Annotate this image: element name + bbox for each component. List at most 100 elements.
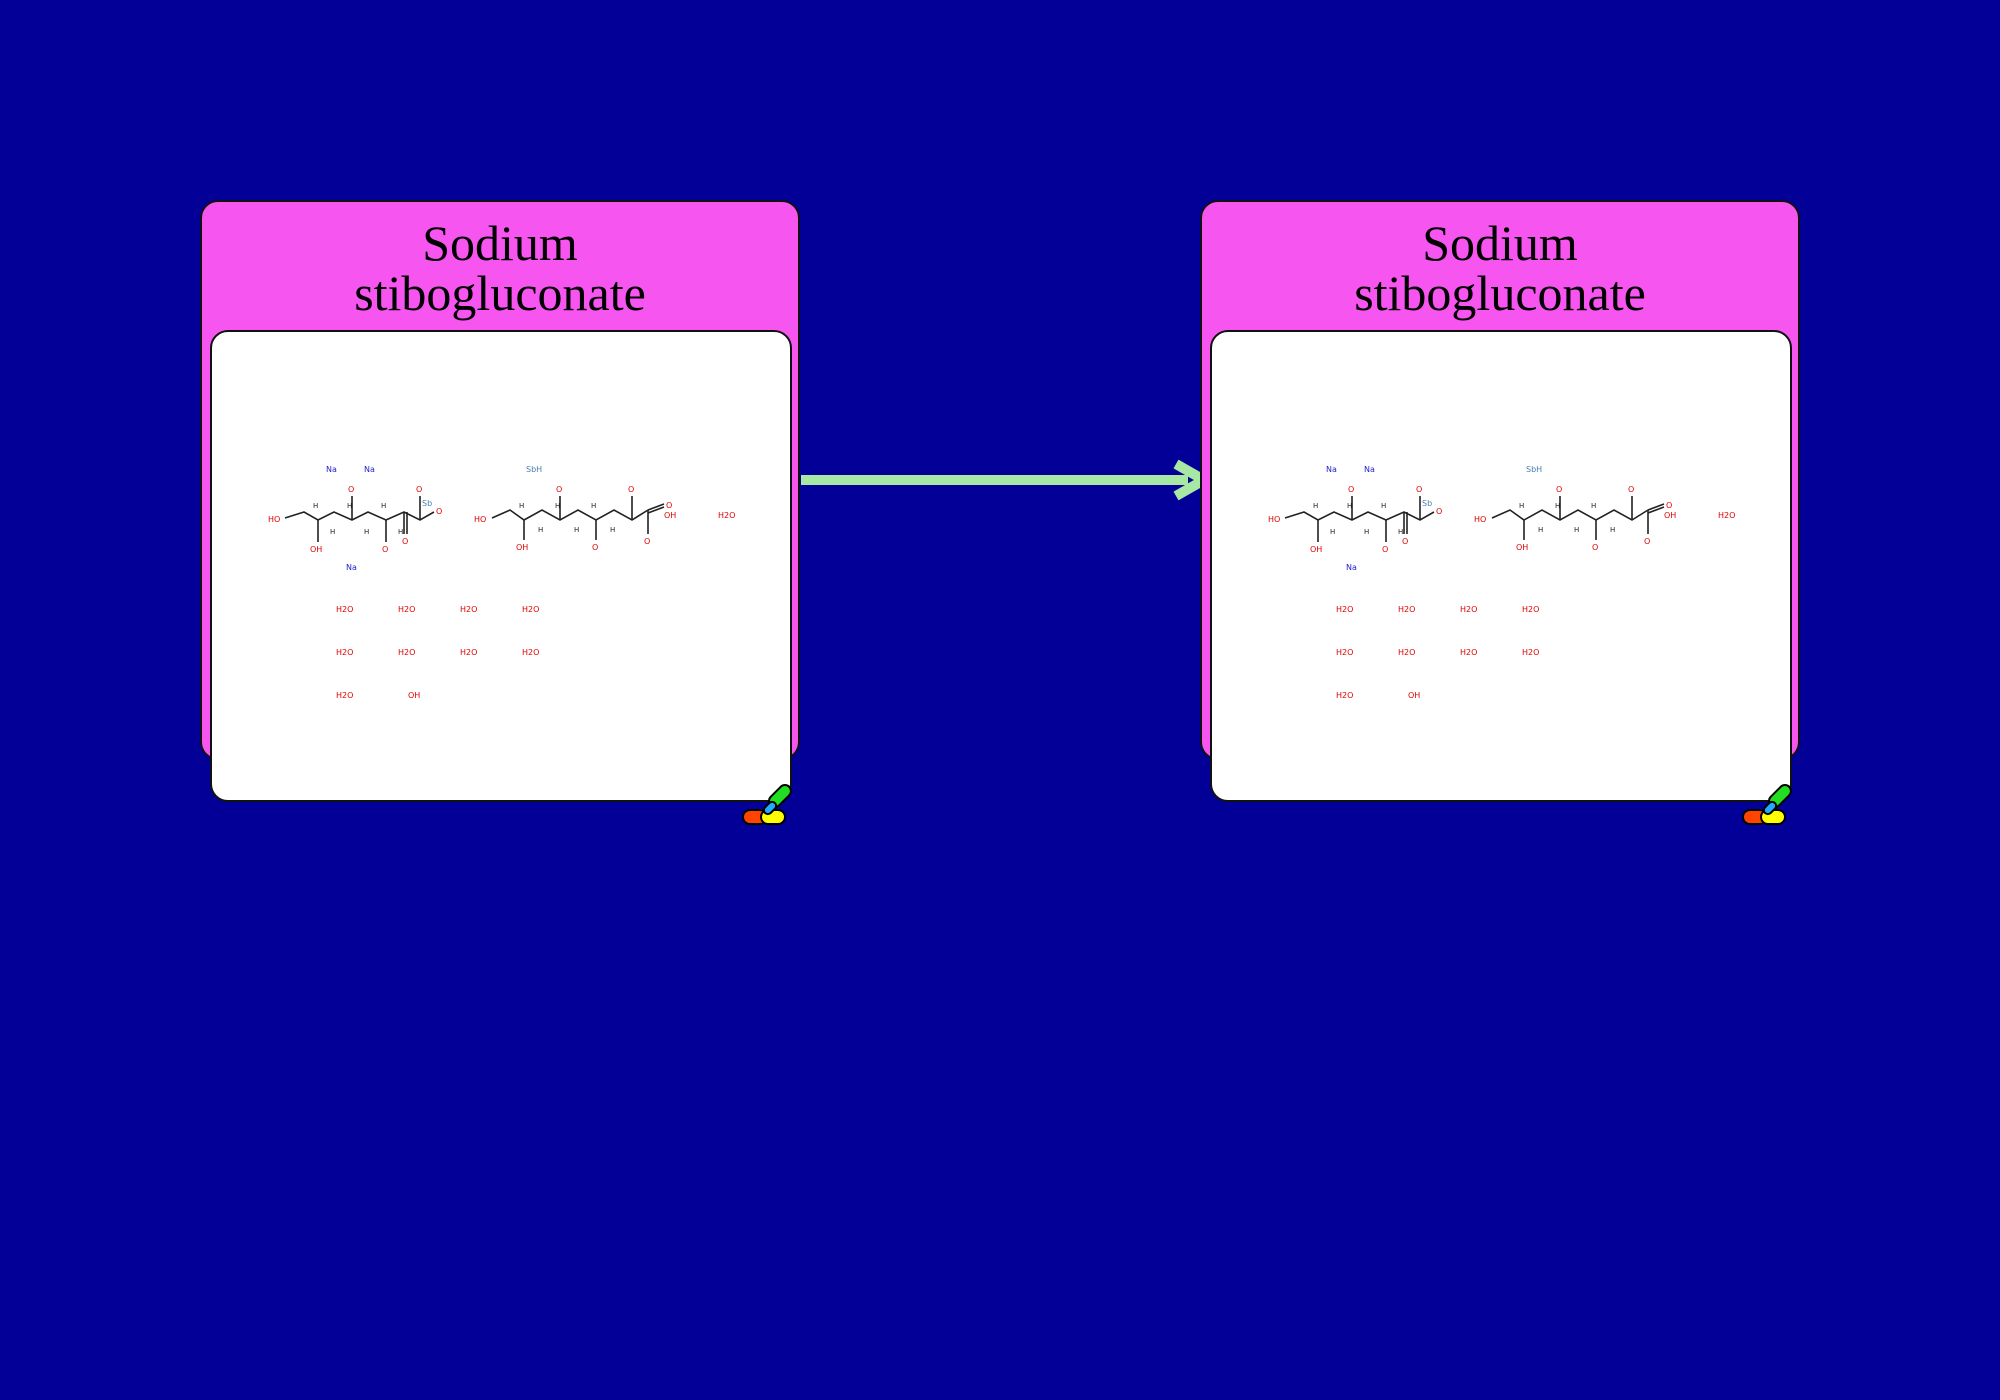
node-title: Sodium stibogluconate xyxy=(202,218,798,318)
label-oh: OH xyxy=(516,543,528,552)
label-water: H2O xyxy=(336,648,353,657)
label-h: H xyxy=(1330,528,1335,536)
label-antimony: Sb xyxy=(1422,499,1432,508)
label-water: H2O xyxy=(718,511,735,520)
node-title-line1: Sodium xyxy=(1422,215,1578,271)
compound-node-right[interactable]: Sodium stibogluconate xyxy=(1200,200,1800,802)
label-sodium: Na xyxy=(346,563,357,572)
label-o: O xyxy=(1382,545,1388,554)
label-h: H xyxy=(313,502,318,510)
label-hydroxide: OH xyxy=(1408,691,1420,700)
label-sodium: Na xyxy=(1326,465,1337,474)
label-h: H xyxy=(1381,502,1386,510)
label-water: H2O xyxy=(522,648,539,657)
label-water: H2O xyxy=(398,605,415,614)
label-o: O xyxy=(1644,537,1650,546)
label-oh: OH xyxy=(1310,545,1322,554)
label-antimony-hydride: SbH xyxy=(1526,465,1542,474)
label-ho: HO xyxy=(474,515,486,524)
label-o: O xyxy=(1592,543,1598,552)
label-water: H2O xyxy=(1522,605,1539,614)
label-water: H2O xyxy=(336,691,353,700)
label-h: H xyxy=(1398,528,1403,536)
label-water: H2O xyxy=(1398,648,1415,657)
label-h: H xyxy=(610,526,615,534)
label-o: O xyxy=(644,537,650,546)
label-ho: HO xyxy=(268,515,280,524)
label-o: O xyxy=(1416,485,1422,494)
label-water: H2O xyxy=(1460,648,1477,657)
label-o: O xyxy=(1628,485,1634,494)
label-h: H xyxy=(364,528,369,536)
label-hydroxide: OH xyxy=(408,691,420,700)
label-o: O xyxy=(348,485,354,494)
label-water: H2O xyxy=(1522,648,1539,657)
label-water: H2O xyxy=(1718,511,1735,520)
node-title: Sodium stibogluconate xyxy=(1202,218,1798,318)
label-oh: OH xyxy=(310,545,322,554)
label-water: H2O xyxy=(1336,648,1353,657)
label-oh: OH xyxy=(1516,543,1528,552)
label-o: O xyxy=(1348,485,1354,494)
label-water: H2O xyxy=(1336,691,1353,700)
label-hydroxide: OH xyxy=(1664,511,1676,520)
label-h: H xyxy=(1347,502,1352,510)
label-water: H2O xyxy=(1398,605,1415,614)
drug-capsule-icon xyxy=(1742,784,1792,825)
label-o: O xyxy=(1402,537,1408,546)
label-h: H xyxy=(1574,526,1579,534)
molecule-structure: HO OH O O O O O HO OH O O O O O OH H2O H… xyxy=(268,465,735,700)
label-h: H xyxy=(381,502,386,510)
label-h: H xyxy=(574,526,579,534)
structure-panel: HO OH O O O O O HO OH O O O O O OH H2O H… xyxy=(1210,330,1792,802)
label-ho: HO xyxy=(1474,515,1486,524)
label-antimony-hydride: SbH xyxy=(526,465,542,474)
structure-panel: HO OH O O O O O HO OH O O O O O OH H2O H… xyxy=(210,330,792,802)
label-water: H2O xyxy=(1460,605,1477,614)
label-h: H xyxy=(1313,502,1318,510)
label-o: O xyxy=(382,545,388,554)
label-ho: HO xyxy=(1268,515,1280,524)
label-water: H2O xyxy=(398,648,415,657)
compound-node-left[interactable]: Sodium stibogluconate xyxy=(200,200,800,802)
label-o: O xyxy=(1666,501,1672,510)
label-sodium: Na xyxy=(326,465,337,474)
drug-capsule-icon xyxy=(742,784,792,825)
label-h: H xyxy=(1519,502,1524,510)
label-h: H xyxy=(1555,502,1560,510)
label-water: H2O xyxy=(460,605,477,614)
label-sodium: Na xyxy=(364,465,375,474)
label-water: H2O xyxy=(1336,605,1353,614)
label-o: O xyxy=(666,501,672,510)
label-h: H xyxy=(1364,528,1369,536)
label-o: O xyxy=(1556,485,1562,494)
node-title-line2: stibogluconate xyxy=(1354,265,1646,321)
label-h: H xyxy=(1610,526,1615,534)
label-o: O xyxy=(628,485,634,494)
label-antimony: Sb xyxy=(422,499,432,508)
label-h: H xyxy=(1538,526,1543,534)
label-sodium: Na xyxy=(1364,465,1375,474)
label-water: H2O xyxy=(336,605,353,614)
label-h: H xyxy=(330,528,335,536)
label-h: H xyxy=(1591,502,1596,510)
label-h: H xyxy=(591,502,596,510)
label-h: H xyxy=(347,502,352,510)
label-o: O xyxy=(416,485,422,494)
label-o: O xyxy=(436,507,442,516)
label-h: H xyxy=(538,526,543,534)
node-title-line1: Sodium xyxy=(422,215,578,271)
label-h: H xyxy=(555,502,560,510)
node-title-line2: stibogluconate xyxy=(354,265,646,321)
label-o: O xyxy=(402,537,408,546)
label-o: O xyxy=(556,485,562,494)
label-h: H xyxy=(398,528,403,536)
label-o: O xyxy=(592,543,598,552)
label-water: H2O xyxy=(460,648,477,657)
molecule-structure: HO OH O O O O O HO OH O O O O O OH H2O H… xyxy=(1268,465,1735,700)
label-o: O xyxy=(1436,507,1442,516)
label-hydroxide: OH xyxy=(664,511,676,520)
label-h: H xyxy=(519,502,524,510)
label-sodium: Na xyxy=(1346,563,1357,572)
label-water: H2O xyxy=(522,605,539,614)
